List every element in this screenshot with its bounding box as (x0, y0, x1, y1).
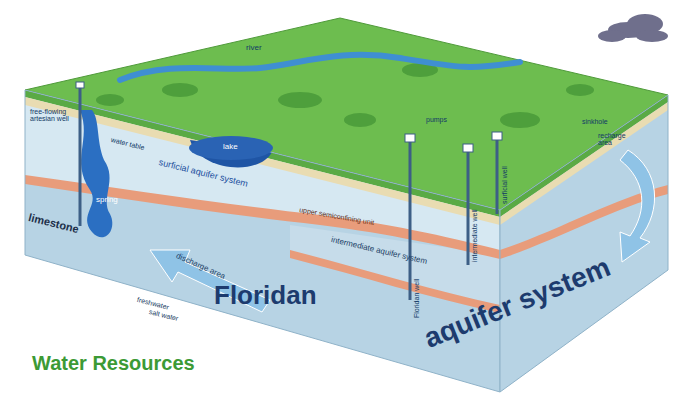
feature-label: free-flowing artesian well (30, 108, 76, 123)
illustration-shape (598, 14, 668, 42)
well-label: intermediate well (471, 209, 478, 262)
illustration-shape (636, 30, 668, 42)
illustration-shape (566, 84, 594, 96)
illustration-shape (344, 113, 376, 127)
illustration-shape (80, 110, 112, 237)
feature-label: sinkhole (582, 118, 608, 125)
illustration-shape (500, 112, 540, 128)
illustration-shape (463, 144, 473, 152)
illustration-shape (278, 92, 322, 108)
illustration-shape (120, 55, 520, 80)
feature-label: river (246, 44, 262, 52)
illustration-shape (162, 83, 198, 97)
system-label: Floridan (214, 282, 317, 309)
illustration-shape (409, 140, 412, 300)
illustration-shape (130, 312, 240, 348)
heading: Water Resources (32, 352, 195, 375)
feature-label: lake (223, 143, 238, 151)
illustration-shape (598, 30, 626, 42)
illustration-shape (496, 138, 499, 214)
feature-label: recharge area (598, 132, 638, 147)
well-label: surficial well (501, 166, 508, 204)
illustration-shape (620, 150, 655, 262)
feature-label: spring (96, 196, 118, 204)
illustration-shape (80, 86, 497, 300)
illustration-shape (189, 136, 273, 160)
illustration-shape (500, 95, 668, 392)
illustration-shape (96, 94, 124, 106)
illustration-shape (405, 134, 415, 142)
illustration-shape (76, 82, 84, 88)
illustration-shape (25, 90, 500, 255)
well-label: Floridan well (413, 279, 420, 318)
illustration-shape (492, 132, 502, 140)
illustration-shape (79, 86, 82, 226)
illustration-shape (96, 63, 594, 128)
illustration-shape (76, 82, 502, 152)
feature-label: pumps (426, 116, 447, 123)
illustration-shape (467, 150, 470, 265)
